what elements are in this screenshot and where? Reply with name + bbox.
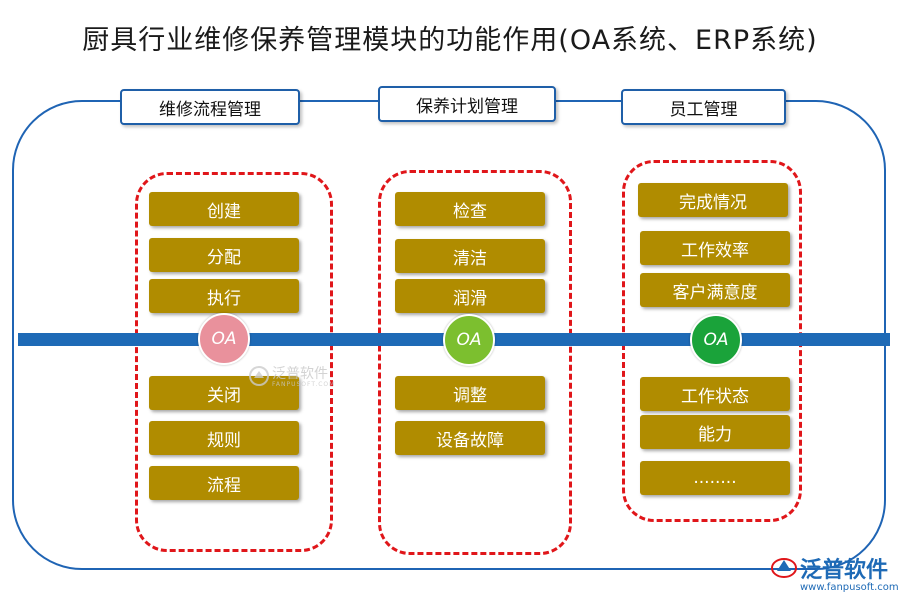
item-flow: 流程 (149, 466, 299, 500)
item-adjust: 调整 (395, 376, 545, 410)
item-work-status: 工作状态 (640, 377, 790, 411)
item-ability: 能力 (640, 415, 790, 449)
item-clean: 清洁 (395, 239, 545, 273)
item-lubricate: 润滑 (395, 279, 545, 313)
item-execute: 执行 (149, 279, 299, 313)
section-header-maintenance-plan: 保养计划管理 (378, 86, 556, 122)
item-rules: 规则 (149, 421, 299, 455)
item-close: 关闭 (149, 376, 299, 410)
watermark: 泛普软件 FANPUSOFT.COM (248, 362, 358, 392)
watermark-sub: FANPUSOFT.COM (272, 381, 336, 388)
item-completion: 完成情况 (638, 183, 788, 217)
oa-badge-1: OA (198, 313, 250, 365)
section-header-repair-process: 维修流程管理 (120, 89, 300, 125)
brand-logo-icon (771, 558, 797, 578)
item-assign: 分配 (149, 238, 299, 272)
item-create: 创建 (149, 192, 299, 226)
watermark-name: 泛普软件 (272, 366, 328, 382)
brand-logo-name: 泛普软件 (800, 558, 889, 583)
item-more: ........ (640, 461, 790, 495)
group-outline-1 (135, 172, 333, 552)
watermark-logo-icon (249, 366, 269, 386)
item-equipment-fault: 设备故障 (395, 421, 545, 455)
group-outline-2 (378, 170, 572, 555)
item-efficiency: 工作效率 (640, 231, 790, 265)
item-satisfaction: 客户满意度 (640, 273, 790, 307)
section-header-staff-management: 员工管理 (621, 89, 786, 125)
item-inspect: 检查 (395, 192, 545, 226)
brand-logo-url: www.fanpusoft.com (800, 582, 899, 593)
oa-badge-3: OA (690, 314, 742, 366)
brand-logo: 泛普软件 www.fanpusoft.com (770, 552, 900, 598)
oa-badge-2: OA (443, 314, 495, 366)
page-title: 厨具行业维修保养管理模块的功能作用(OA系统、ERP系统) (82, 25, 818, 56)
